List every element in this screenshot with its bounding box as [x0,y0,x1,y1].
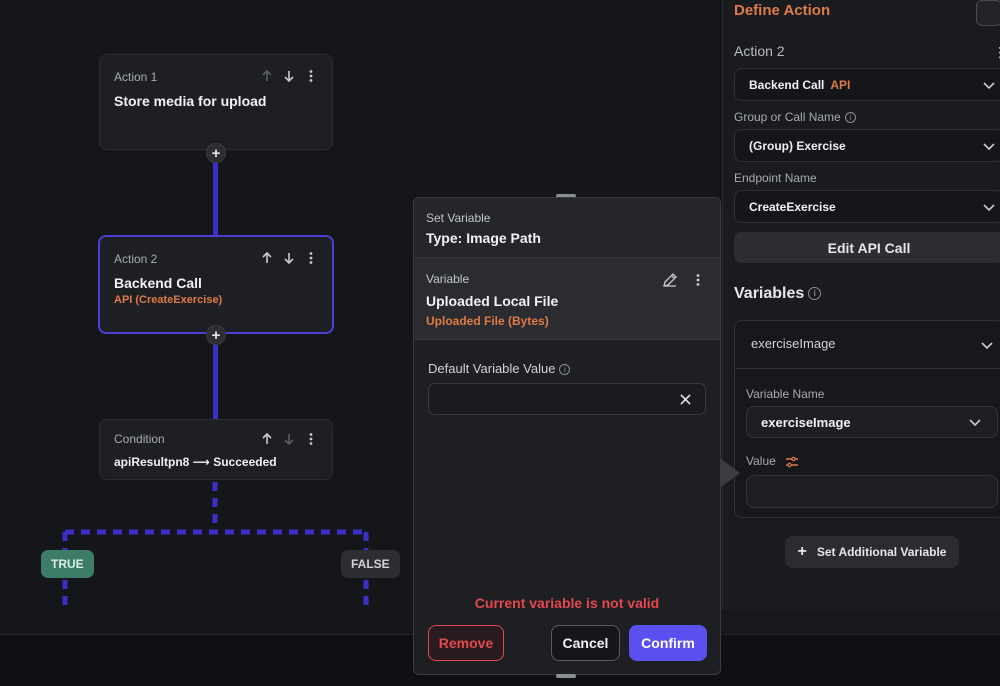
set-variable-modal: Set Variable Type: Image Path Variable U… [413,197,721,675]
more-vertical-icon[interactable] [304,69,318,83]
false-branch-badge[interactable]: FALSE [341,550,400,578]
info-icon: i [808,287,822,301]
default-value-label-text: Default Variable Value [428,361,556,376]
action-type-select[interactable]: Backend Call API [734,68,1000,101]
chevron-down-icon [969,419,981,427]
variable-label: Variable [426,272,470,286]
info-icon: i [844,112,856,124]
variable-name-value: exerciseImage [761,414,851,430]
default-value-input[interactable] [428,383,706,415]
arrow-up-icon[interactable] [260,432,274,446]
set-additional-variable-label: Set Additional Variable [816,545,947,559]
define-action-panel: Define Action Action 2 ⋮ Backend Call AP… [722,0,1000,610]
panel-footer-fade [722,610,1000,634]
add-action-button[interactable]: + [206,325,226,345]
node-title: apiResultpn8 ⟶ Succeeded [114,455,277,469]
variable-section: Variable Uploaded Local File Uploaded Fi… [414,258,720,340]
arrow-down-icon[interactable] [282,251,296,265]
node-title: Backend Call [114,275,202,291]
arrow-down-icon[interactable] [282,432,296,446]
edit-pencil-icon[interactable] [662,272,678,288]
panel-menu-icon[interactable] [976,0,1000,26]
variables-title-text: Variables [734,285,805,302]
variable-name-label: Variable Name [746,387,825,401]
value-input[interactable] [746,475,998,508]
variable-item-name: exerciseImage [751,336,836,351]
true-branch-badge[interactable]: TRUE [41,550,94,578]
variable-subtitle: Uploaded File (Bytes) [426,314,549,328]
node-label: Action 1 [114,70,158,84]
branch-connectors [62,482,369,610]
node-title: Store media for upload [114,93,267,109]
resize-handle-bottom[interactable] [556,674,576,678]
connector-line [213,162,218,236]
chevron-down-icon [983,203,995,211]
node-label: Condition [114,432,165,446]
info-icon: i [559,364,571,376]
action-1-node[interactable]: Action 1 Store media for upload [99,54,333,150]
settings-sliders-icon[interactable] [785,455,799,469]
arrow-up-icon[interactable] [260,251,274,265]
value-label-text: Value [746,454,776,468]
modal-header-title: Type: Image Path [426,230,541,246]
panel-title: Define Action [734,2,831,19]
variable-title: Uploaded Local File [426,293,559,309]
more-vertical-icon[interactable] [691,273,705,287]
popover-pointer [720,458,740,488]
more-vertical-icon[interactable]: ⋮ [993,44,1000,60]
remove-button[interactable]: Remove [428,625,504,661]
more-vertical-icon[interactable] [304,251,318,265]
add-action-button[interactable]: + [206,143,226,163]
node-subtitle: API (CreateExercise) [114,294,223,306]
endpoint-value: CreateExercise [749,199,836,214]
group-value: (Group) Exercise [749,138,846,153]
variable-name-select[interactable]: exerciseImage [746,406,998,438]
group-label-text: Group or Call Name [734,110,841,124]
modal-header-label: Set Variable [426,211,491,225]
modal-header: Set Variable Type: Image Path [414,198,720,258]
plus-icon: + [797,543,807,560]
action-2-node[interactable]: Action 2 Backend Call API (CreateExercis… [98,235,334,334]
variable-card: exerciseImage Variable Name exerciseImag… [734,320,1000,518]
endpoint-select[interactable]: CreateExercise [734,190,1000,223]
validation-error: Current variable is not valid [474,595,660,611]
action-type-value: Backend Call [749,77,825,92]
chevron-down-icon [981,342,993,350]
variable-item-header[interactable]: exerciseImage [735,321,1000,369]
confirm-button[interactable]: Confirm [629,625,707,661]
cancel-button[interactable]: Cancel [551,625,620,661]
arrow-down-icon[interactable] [282,69,296,83]
action-type-tag: API [830,77,851,92]
value-label: Value [746,454,799,469]
more-vertical-icon[interactable] [304,432,318,446]
set-additional-variable-button[interactable]: + Set Additional Variable [785,536,959,568]
clear-icon[interactable] [680,394,691,405]
chevron-down-icon [983,142,995,150]
group-select[interactable]: (Group) Exercise [734,129,1000,162]
chevron-down-icon [983,81,995,89]
condition-node[interactable]: Condition apiResultpn8 ⟶ Succeeded [99,419,333,480]
endpoint-label: Endpoint Name [734,171,817,185]
connector-line [213,343,218,419]
resize-handle-top[interactable] [556,194,576,198]
action-label: Action 2 [734,43,785,59]
node-label: Action 2 [114,252,158,266]
arrow-up-icon[interactable] [260,69,274,83]
edit-api-call-button[interactable]: Edit API Call [734,232,1000,263]
